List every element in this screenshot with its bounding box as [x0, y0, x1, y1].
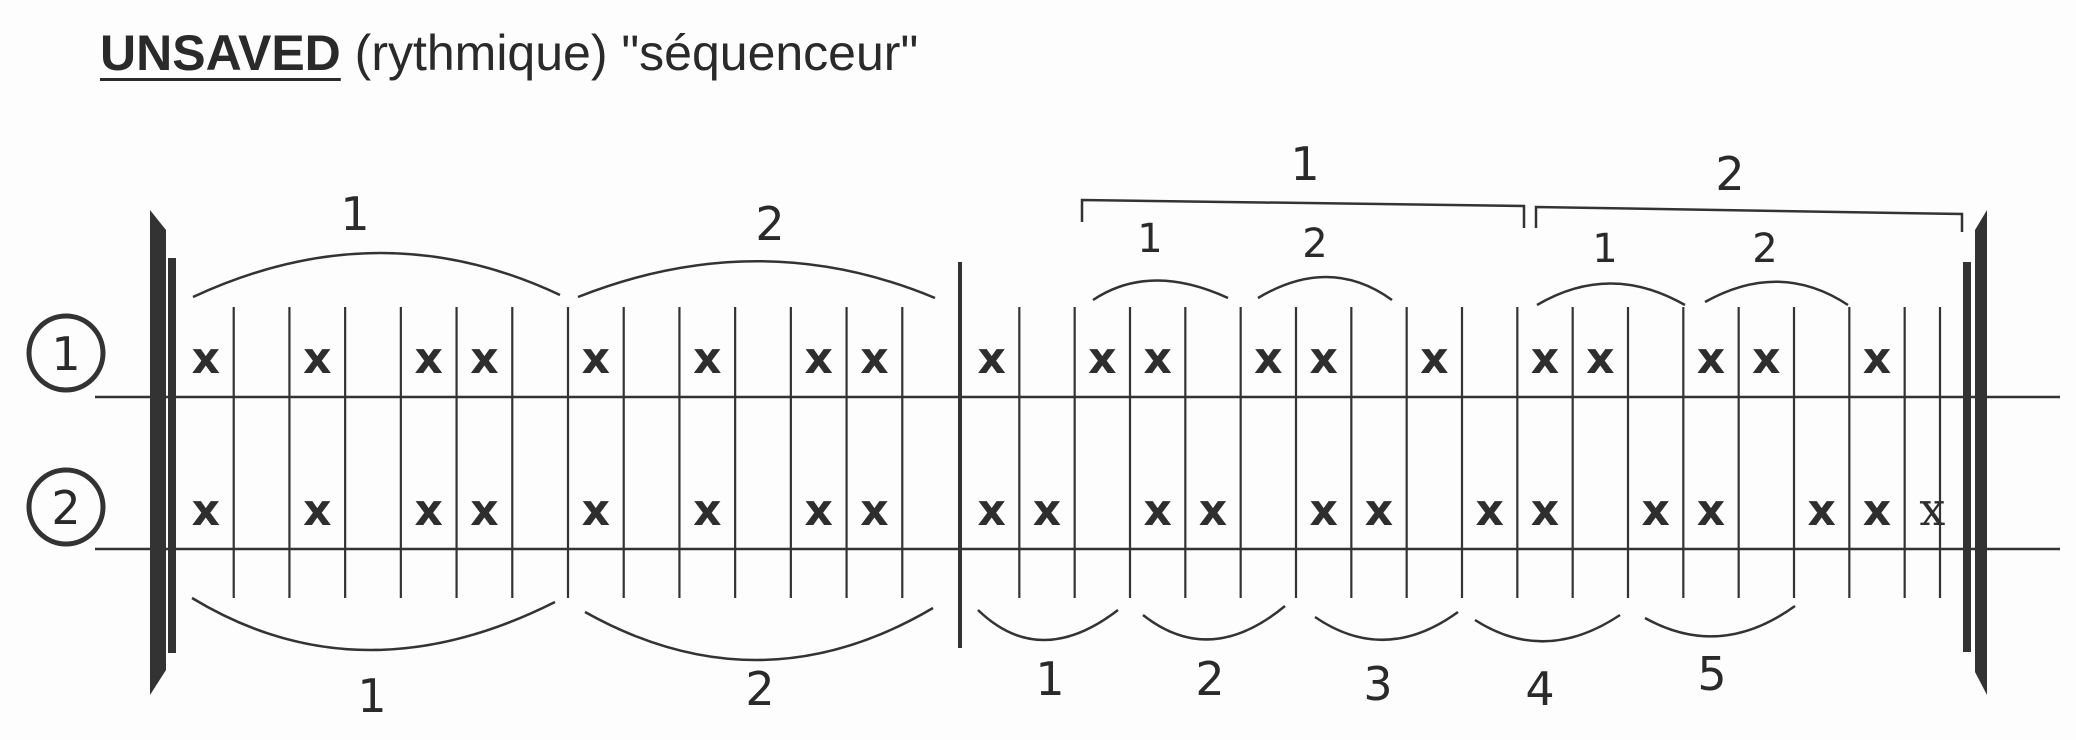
top-arc-b2	[1257, 275, 1393, 302]
track-1-step-mark: x	[977, 333, 1005, 384]
track-1-step-mark: x	[860, 333, 888, 384]
track-2-step-mark: x	[582, 485, 610, 536]
track-2-step-mark: x	[1641, 485, 1669, 536]
step-lines	[232, 307, 1942, 598]
title-unsaved: UNSAVED	[100, 25, 341, 81]
track-2-step-mark: x	[1807, 485, 1835, 536]
track-2-step-mark: x	[1697, 485, 1725, 536]
track-2-step-mark: x	[1033, 485, 1061, 536]
top-group-b3: 1	[1592, 226, 1617, 272]
track-1-step-mark: x	[415, 333, 443, 384]
track-2-step-mark: x	[805, 485, 833, 536]
bottom-arc-b1	[977, 609, 1119, 642]
track-2-step-mark: x	[1143, 485, 1171, 536]
track-2-step-mark: x	[860, 485, 888, 536]
track-1-step-mark: x	[192, 333, 220, 384]
track-2-step-mark: x	[693, 485, 721, 536]
top-bracket-b1	[1080, 198, 1526, 228]
track-1-step-mark: x	[1586, 333, 1614, 384]
top-arc-a1	[192, 251, 561, 299]
bottom-group-b2: 2	[1195, 652, 1224, 706]
top-arc-b3	[1536, 282, 1686, 307]
track-1-step-mark: x	[470, 333, 498, 384]
title-subtitle: (rythmique) "séquenceur"	[340, 25, 919, 81]
top-group-a2: 2	[755, 197, 784, 251]
track-2-step-mark: x	[1863, 485, 1891, 536]
track-2-step-mark: x	[470, 485, 498, 536]
track-1-number: 1	[51, 327, 80, 381]
track-1-step-mark: x	[1531, 333, 1559, 384]
top-group-a1: 1	[340, 187, 369, 241]
track-2-label: 2	[26, 467, 106, 547]
top-bracket-b1-label: 1	[1290, 137, 1319, 191]
track-1-step-mark: x	[1863, 333, 1891, 384]
bottom-group-b1: 1	[1035, 652, 1064, 706]
right-repeat-bracket	[1975, 210, 1987, 695]
top-bracket-b2	[1534, 205, 1964, 232]
top-arc-b1	[1092, 279, 1229, 302]
bottom-group-a2: 2	[745, 662, 774, 716]
right-repeat-thick-line	[1963, 262, 1971, 652]
track-1-step-mark: x	[1088, 333, 1116, 384]
page-title: UNSAVED (rythmique) "séquenceur"	[100, 24, 918, 82]
track-1-step-mark: x	[1752, 333, 1780, 384]
track-1-label: 1	[26, 313, 106, 393]
track-1-step-mark: x	[303, 333, 331, 384]
bottom-group-b3: 3	[1363, 657, 1392, 711]
top-arc-b4	[1704, 280, 1849, 307]
track-1-step-mark: x	[1309, 333, 1337, 384]
bottom-arc-b5	[1644, 604, 1796, 638]
bottom-arc-b4	[1474, 613, 1621, 643]
track-1-step-mark: x	[1254, 333, 1282, 384]
track-2-step-mark: x	[1365, 485, 1393, 536]
track-2-step-mark: x	[1475, 485, 1503, 536]
bottom-arc-b3	[1314, 610, 1459, 642]
track-2-step-mark: x	[415, 485, 443, 536]
track-2-step-mark: x	[303, 485, 331, 536]
track-2-step-mark: x	[1531, 485, 1559, 536]
top-arc-a2	[577, 260, 936, 300]
track-1-step-mark: x	[805, 333, 833, 384]
bottom-arc-a1	[191, 596, 556, 652]
bottom-group-b4: 4	[1525, 662, 1554, 716]
left-repeat-bracket	[150, 210, 166, 695]
bottom-arc-a2	[584, 606, 934, 662]
bottom-group-a1: 1	[357, 669, 386, 723]
track-2-step-mark: x	[977, 485, 1005, 536]
track-1-step-mark: x	[1420, 333, 1448, 384]
track-2-number: 2	[51, 481, 80, 535]
top-bracket-b2-label: 2	[1715, 147, 1744, 201]
top-group-b4: 2	[1752, 226, 1777, 272]
left-repeat-thick-line	[168, 258, 176, 653]
track-1-step-mark: x	[1697, 333, 1725, 384]
track-1-step-mark: x	[1143, 333, 1171, 384]
bottom-arc-b2	[1142, 605, 1286, 641]
top-group-b2: 2	[1302, 221, 1327, 267]
track-2-step-mark: x	[192, 485, 220, 536]
track-2-step-mark: x	[1199, 485, 1227, 536]
track-2-step-mark: x	[1919, 482, 1945, 536]
bottom-group-b5: 5	[1697, 647, 1726, 701]
top-group-b1: 1	[1137, 216, 1162, 262]
track-2-step-mark: x	[1309, 485, 1337, 536]
track-1-step-mark: x	[582, 333, 610, 384]
track-1-step-mark: x	[693, 333, 721, 384]
